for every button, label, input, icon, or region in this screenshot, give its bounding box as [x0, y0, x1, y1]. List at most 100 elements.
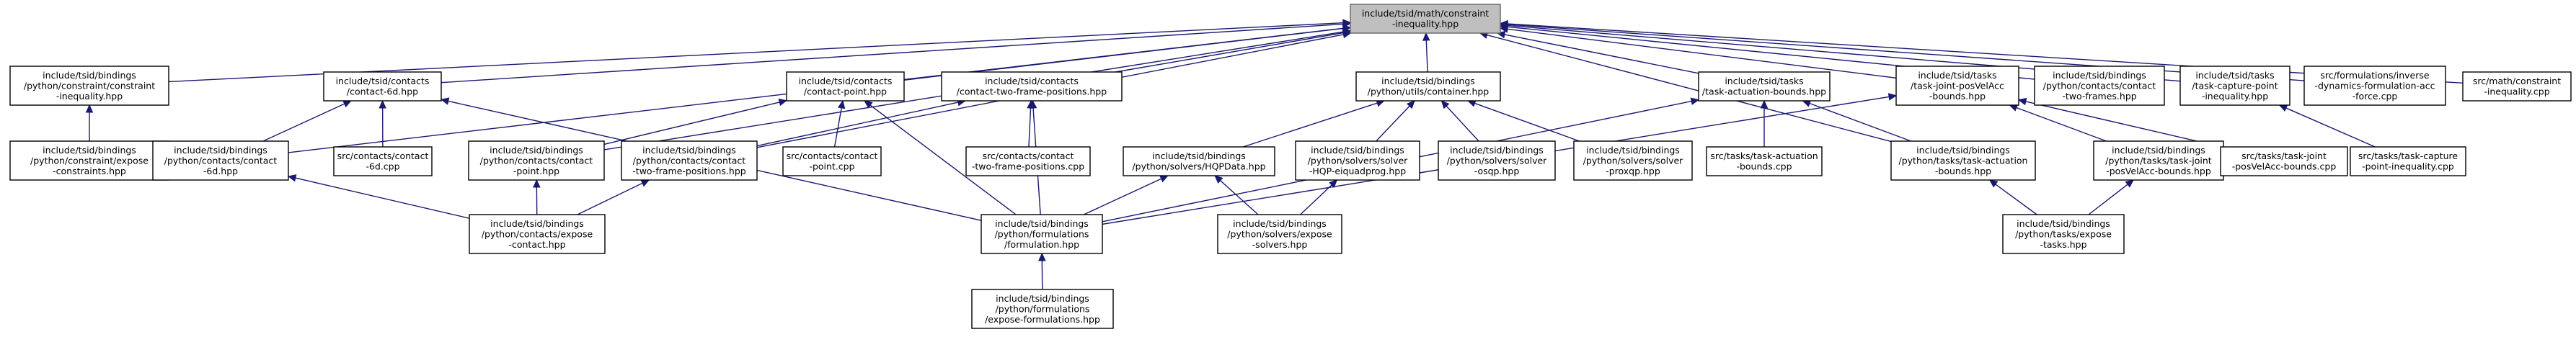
file-node[interactable]: src/contacts/contact-point.cpp — [782, 146, 882, 176]
file-node[interactable]: src/tasks/task-capture-point-inequality.… — [2350, 146, 2466, 176]
edge-arrowhead — [1422, 32, 1430, 41]
node-label-line: src/math/constraint — [2473, 76, 2561, 86]
file-node[interactable]: src/contacts/contact-two-frame-positions… — [965, 146, 1091, 176]
node-label-line: -force.cpp — [2353, 91, 2398, 102]
node-label-line: /expose-formulations.hpp — [985, 314, 1100, 325]
node-box — [981, 214, 1103, 254]
node-label-line: include/tsid/bindings — [1916, 145, 2010, 156]
file-node[interactable]: include/tsid/bindings/python/solvers/exp… — [1217, 214, 1342, 254]
node-box — [2462, 71, 2572, 102]
file-node[interactable]: include/tsid/bindings/python/contacts/co… — [621, 140, 758, 181]
node-label-line: -bounds.hpp — [1935, 166, 1991, 176]
node-box — [468, 140, 605, 181]
edge-arrowhead — [837, 99, 846, 109]
node-label-line: -bounds.hpp — [1929, 91, 1986, 102]
edge-line — [1446, 105, 1479, 142]
node-label-line: /python/utils/container.hpp — [1368, 86, 1490, 97]
edge-arrowhead — [1038, 252, 1046, 261]
node-label-line: include/tsid/contacts — [336, 76, 430, 86]
edge-arrowhead — [85, 104, 94, 113]
node-label-line: include/tsid/bindings — [1450, 145, 1544, 156]
file-node[interactable]: include/tsid/bindings/python/formulation… — [971, 289, 1114, 329]
node-label-line: -tasks.hpp — [2040, 239, 2086, 250]
node-label-line: src/contacts/contact — [983, 150, 1074, 161]
node-label-line: -inequality.hpp — [56, 91, 123, 102]
node-label-line: include/tsid/bindings — [1381, 76, 1475, 86]
node-label-line: /python/constraint/constraint — [24, 80, 155, 91]
edge-line — [262, 103, 345, 142]
edge-line — [2285, 107, 2376, 148]
node-label-line: -posVelAcc-bounds.hpp — [2106, 166, 2211, 176]
dependency-edge-n32-n0 — [1499, 19, 2464, 84]
file-node[interactable]: src/contacts/contact-6d.cpp — [333, 146, 433, 176]
node-box — [782, 146, 882, 176]
file-node[interactable]: src/math/constraint-inequality.cpp — [2462, 71, 2572, 102]
node-box — [2350, 146, 2466, 176]
file-node[interactable]: include/tsid/bindings/python/solvers/sol… — [1295, 140, 1420, 181]
file-node[interactable]: include/tsid/bindings/python/tasks/task-… — [1890, 140, 2036, 181]
node-label-line: /python/constraint/expose — [30, 155, 149, 166]
node-label-line: -osqp.hpp — [1474, 166, 1520, 176]
dependency-edge-n5-n3 — [379, 99, 386, 148]
node-label-line: -point.hpp — [513, 166, 559, 176]
node-box — [333, 146, 433, 176]
file-node[interactable]: src/tasks/task-joint-posVelAcc-bounds.cp… — [2220, 146, 2348, 176]
node-label-line: -inequality.hpp — [1392, 19, 1459, 30]
dependency-edge-n19-n15 — [1467, 99, 1580, 142]
edge-line — [441, 23, 1344, 84]
nodes-layer: include/tsid/math/constraint-inequality.… — [9, 4, 2572, 329]
file-node[interactable]: include/tsid/bindings/python/tasks/expos… — [2002, 214, 2125, 254]
node-label-line: -HQP-eiquadprog.hpp — [1309, 166, 1406, 176]
file-node[interactable]: include/tsid/contacts/contact-6d.hpp — [323, 71, 442, 102]
file-node[interactable]: include/tsid/bindings/python/formulation… — [981, 214, 1103, 254]
file-node[interactable]: include/tsid/bindings/python/constraint/… — [9, 140, 169, 181]
node-label-line: /contact-point.hpp — [804, 86, 887, 97]
file-node[interactable]: include/tsid/tasks/task-joint-posVelAcc-… — [1895, 66, 2019, 106]
node-label-line: src/tasks/task-actuation — [1710, 150, 1818, 161]
edge-line — [1242, 102, 1378, 148]
file-node[interactable]: include/tsid/tasks/task-actuation-bounds… — [1698, 71, 1831, 102]
dependency-edge-n15-n0 — [1422, 32, 1430, 73]
edge-arrowhead — [2278, 104, 2288, 112]
root-header-node: include/tsid/math/constraint-inequality.… — [1350, 4, 1501, 34]
node-label-line: include/tsid/tasks — [1725, 76, 1803, 86]
node-box — [786, 71, 905, 102]
file-node[interactable]: include/tsid/tasks/task-capture-point-in… — [2179, 66, 2290, 106]
dependency-edge-n2-n1 — [85, 104, 94, 141]
dependency-edge-n24-n26 — [2088, 179, 2135, 215]
dependency-edge-n24-n23 — [1988, 179, 2037, 215]
edge-arrowhead — [1406, 100, 1415, 109]
file-node[interactable]: include/tsid/bindings/python/tasks/task-… — [2093, 140, 2224, 181]
node-label-line: /contact-two-frame-positions.hpp — [957, 86, 1107, 97]
edge-line — [1220, 180, 1259, 215]
edge-arrowhead — [640, 179, 650, 187]
file-node[interactable]: include/tsid/bindings/python/constraint/… — [9, 66, 169, 106]
node-box — [152, 140, 289, 181]
edge-arrowhead — [2017, 97, 2027, 106]
file-node[interactable]: include/tsid/bindings/python/solvers/sol… — [1438, 140, 1556, 181]
node-label-line: src/contacts/contact — [787, 150, 878, 161]
node-label-line: -6d.hpp — [203, 166, 238, 176]
node-box — [323, 71, 442, 102]
file-node[interactable]: include/tsid/bindings/python/contacts/co… — [2034, 66, 2165, 106]
edge-arrowhead — [1029, 99, 1037, 109]
edge-arrowhead — [2125, 179, 2135, 188]
file-node[interactable]: include/tsid/bindings/python/contacts/co… — [152, 140, 289, 181]
file-node[interactable]: src/formulations/inverse-dynamics-formul… — [2303, 66, 2446, 106]
node-box — [1438, 140, 1556, 181]
file-node[interactable]: include/tsid/bindings/python/solvers/sol… — [1573, 140, 1693, 181]
edge-line — [2025, 101, 2222, 148]
file-node[interactable]: include/tsid/bindings/python/utils/conta… — [1355, 71, 1501, 102]
file-node[interactable]: src/tasks/task-actuation-bounds.cpp — [1706, 146, 1823, 176]
edge-line — [1504, 34, 1699, 74]
file-node[interactable]: include/tsid/contacts/contact-two-frame-… — [941, 71, 1123, 102]
node-label-line: include/tsid/bindings — [995, 218, 1089, 229]
file-node[interactable]: include/tsid/contacts/contact-point.hpp — [786, 71, 905, 102]
file-node[interactable]: include/tsid/bindings/python/contacts/co… — [468, 140, 605, 181]
node-label-line: -solvers.hpp — [1252, 239, 1308, 250]
node-label-line: /task-capture-point — [2192, 80, 2278, 91]
file-node[interactable]: include/tsid/bindings/python/contacts/ex… — [469, 214, 606, 254]
edge-arrowhead — [1159, 175, 1169, 183]
file-node[interactable]: include/tsid/bindings/python/solvers/HQP… — [1123, 146, 1275, 176]
edge-arrowhead — [287, 174, 297, 182]
